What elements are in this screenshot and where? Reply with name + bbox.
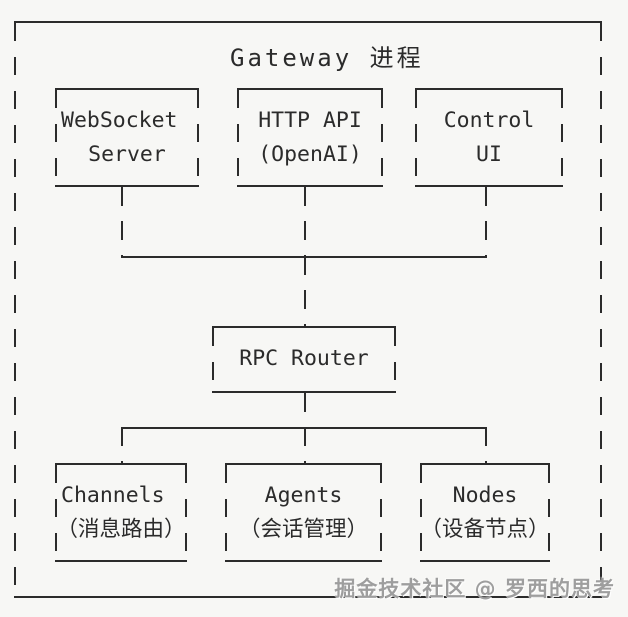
node-nodes-line2: （设备节点） xyxy=(420,517,550,542)
node-agents-line1: Agents xyxy=(264,483,343,508)
node-control-ui: Control UI xyxy=(415,88,563,187)
node-channels-line2: （消息路由） xyxy=(56,517,186,542)
node-channels-line1: Channels xyxy=(61,483,165,508)
watermark: 掘金技术社区 @ 罗西的思考 xyxy=(334,577,615,601)
box-right-border xyxy=(381,90,383,185)
connector-agents-stub xyxy=(304,427,306,463)
connector-nodes-stub xyxy=(485,427,487,463)
box-right-border xyxy=(380,465,382,560)
connector-http-api-stub xyxy=(304,187,306,257)
gateway-process-frame xyxy=(14,21,602,598)
node-nodes-line1: Nodes xyxy=(452,483,518,508)
box-left-border xyxy=(237,90,239,185)
node-rpc-router: RPC Router xyxy=(212,326,396,393)
node-http-api: HTTP API (OpenAI) xyxy=(237,88,383,187)
frame-right-border xyxy=(600,23,602,596)
box-left-border xyxy=(55,90,57,185)
node-http-api-line2: (OpenAI) xyxy=(258,142,362,167)
box-left-border xyxy=(415,90,417,185)
node-websocket-server: WebSocket Server xyxy=(55,88,199,187)
node-websocket-line1: WebSocket xyxy=(61,108,178,133)
box-left-border xyxy=(55,465,57,560)
connector-rpc-stub xyxy=(304,393,306,428)
connector-bus-to-rpc xyxy=(304,256,306,326)
diagram-title: Gateway 进程 xyxy=(230,44,424,72)
connector-control-ui-stub xyxy=(485,187,487,257)
node-channels: Channels （消息路由） xyxy=(55,463,187,562)
node-rpc-router-label: RPC Router xyxy=(239,346,369,371)
connector-channels-stub xyxy=(121,427,123,463)
node-websocket-line2: Server xyxy=(88,142,166,167)
box-left-border xyxy=(420,465,422,560)
node-nodes: Nodes （设备节点） xyxy=(420,463,550,562)
node-control-ui-line1: Control xyxy=(443,108,535,133)
box-right-border xyxy=(394,328,396,391)
box-right-border xyxy=(548,465,550,560)
frame-left-border xyxy=(14,23,16,596)
box-right-border xyxy=(185,465,187,560)
box-right-border xyxy=(197,90,199,185)
node-agents: Agents （会话管理） xyxy=(225,463,382,562)
box-right-border xyxy=(561,90,563,185)
box-left-border xyxy=(212,328,214,391)
node-agents-line2: （会话管理） xyxy=(238,517,368,542)
node-http-api-line1: HTTP API xyxy=(258,108,362,133)
node-control-ui-line2: UI xyxy=(476,142,502,167)
connector-websocket-stub xyxy=(121,187,123,257)
box-left-border xyxy=(225,465,227,560)
